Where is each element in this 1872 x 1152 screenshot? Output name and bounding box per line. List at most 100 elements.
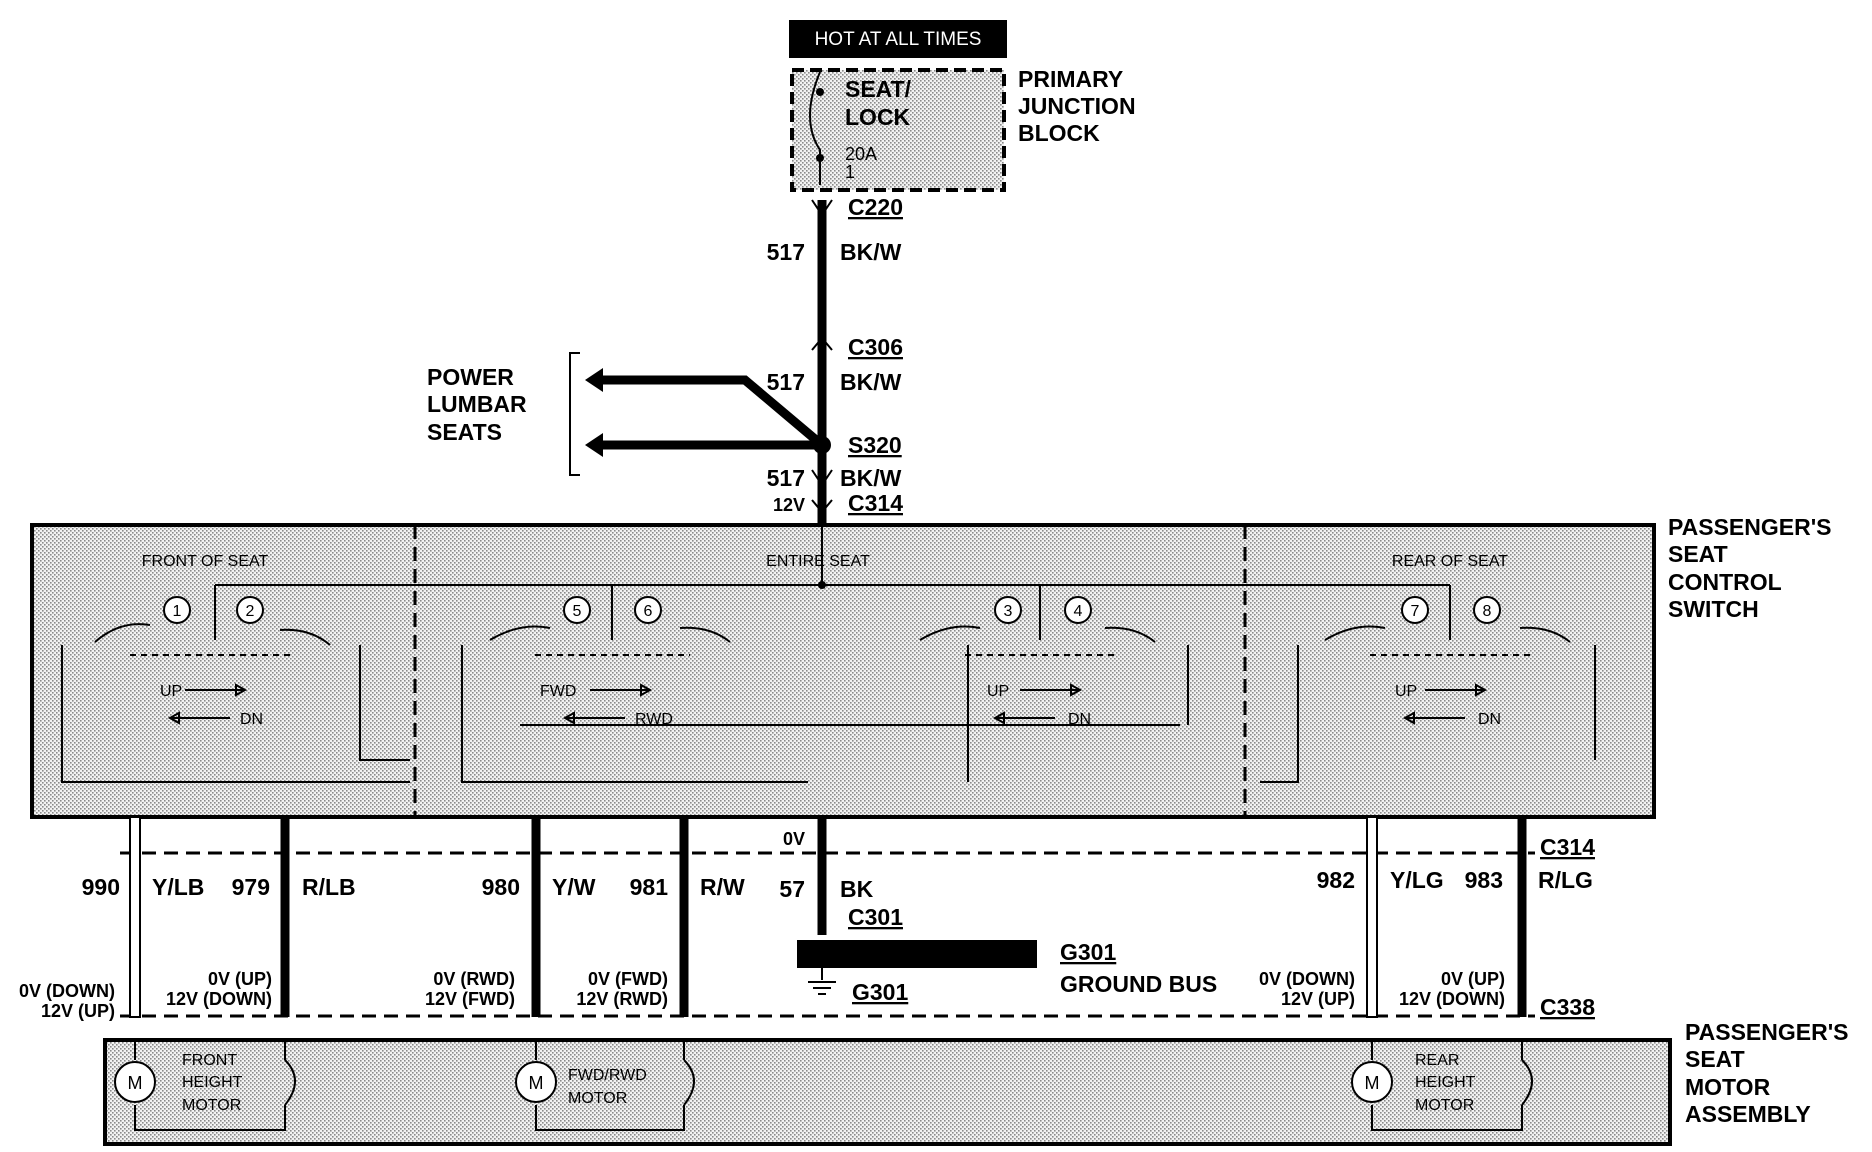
feed-circuit-1: 517 <box>767 239 805 265</box>
block-label-1: PRIMARY <box>1018 66 1123 92</box>
connector-c314: C314 <box>1540 834 1595 860</box>
assembly-title-3: MOTOR <box>1685 1074 1771 1100</box>
connector-c314-top: C314 <box>848 490 903 516</box>
rear-dn-label: DN <box>1478 711 1501 728</box>
front-dn-label: DN <box>240 711 263 728</box>
front-motor-label-3: MOTOR <box>182 1097 241 1114</box>
fuse-number: 1 <box>845 162 855 182</box>
fwd-voltage-b2: 12V (RWD) <box>576 989 668 1009</box>
fuse-symbol <box>809 71 821 185</box>
lumbar-bracket <box>569 352 580 476</box>
connector-c220: C220 <box>848 194 903 220</box>
feed-color-2: BK/W <box>840 369 902 395</box>
output-wires <box>129 816 1527 1018</box>
assembly-title-4: ASSEMBLY <box>1685 1101 1811 1127</box>
fwd-voltage-a2: 12V (FWD) <box>425 989 515 1009</box>
ground-symbol-icon <box>808 981 836 995</box>
connector-c306: C306 <box>848 334 903 360</box>
fuse-rating: 20A <box>845 144 877 164</box>
feed-voltage: 12V <box>773 495 805 515</box>
contact-3: 3 <box>1004 603 1013 620</box>
feed-circuit-2: 517 <box>767 369 805 395</box>
wire-981-color: R/W <box>700 874 745 900</box>
contact-7: 7 <box>1411 603 1420 620</box>
svg-text:HOT AT ALL TIMES: HOT AT ALL TIMES <box>815 29 982 50</box>
rear-voltage-a1: 0V (DOWN) <box>1259 969 1355 989</box>
front-motor-label-1: FRONT <box>182 1052 237 1069</box>
seat-motor-assembly <box>103 1038 1672 1146</box>
rwd-label: RWD <box>635 711 673 728</box>
ground-g301-label: G301 <box>852 979 908 1005</box>
splice-s320-label: S320 <box>848 432 902 458</box>
front-motor-icon: M <box>128 1073 143 1093</box>
lumbar-branches <box>569 352 825 476</box>
rear-voltage-b1: 0V (UP) <box>1441 969 1505 989</box>
front-voltage-a1: 0V (DOWN) <box>19 981 115 1001</box>
fuse-name-2: LOCK <box>845 104 911 130</box>
rear-voltage-b2: 12V (DOWN) <box>1399 989 1505 1009</box>
feed-color-3: BK/W <box>840 465 902 491</box>
contact-2: 2 <box>246 603 255 620</box>
contact-8: 8 <box>1483 603 1492 620</box>
contact-5: 5 <box>573 603 582 620</box>
wire-990-circuit: 990 <box>82 874 120 900</box>
contact-6: 6 <box>644 603 653 620</box>
ground-bus-name: GROUND BUS <box>1060 971 1217 997</box>
fwd-motor-icon: M <box>529 1073 544 1093</box>
lumbar-label-3: SEATS <box>427 419 502 445</box>
wire-981-circuit: 981 <box>630 874 669 900</box>
wire-983-circuit: 983 <box>1465 867 1503 893</box>
wire-980-color: Y/W <box>552 874 596 900</box>
wire-982-color: Y/LG <box>1390 867 1444 893</box>
seat-control-switch <box>30 523 1656 819</box>
rear-motor-label-1: REAR <box>1415 1052 1459 1069</box>
mid-dn-label: DN <box>1068 711 1091 728</box>
connector-c301: C301 <box>848 904 903 930</box>
ground-bus-bar <box>797 940 1037 968</box>
fwd-motor-label-2: MOTOR <box>568 1090 627 1107</box>
fwd-voltage-a1: 0V (RWD) <box>433 969 515 989</box>
feed-circuit-3: 517 <box>767 465 805 491</box>
fwd-voltage-b1: 0V (FWD) <box>588 969 668 989</box>
assembly-title-1: PASSENGER'S <box>1685 1019 1849 1045</box>
section-front-label: FRONT OF SEAT <box>142 553 269 570</box>
fwd-label: FWD <box>540 683 576 700</box>
lumbar-label-1: POWER <box>427 364 514 390</box>
contact-4: 4 <box>1074 603 1083 620</box>
rear-motor-label-2: HEIGHT <box>1415 1074 1476 1091</box>
connector-c338: C338 <box>1540 994 1595 1020</box>
lumbar-label-2: LUMBAR <box>427 391 527 417</box>
rear-voltage-a2: 12V (UP) <box>1281 989 1355 1009</box>
front-voltage-b1: 0V (UP) <box>208 969 272 989</box>
fwd-motor-label-1: FWD/RWD <box>568 1067 647 1084</box>
wire-983-color: R/LG <box>1538 867 1593 893</box>
section-rear-label: REAR OF SEAT <box>1392 553 1508 570</box>
switch-title-1: PASSENGER'S <box>1668 514 1832 540</box>
hot-at-all-times-header: HOT AT ALL TIMES <box>789 20 1007 58</box>
primary-junction-block: SEAT/ LOCK 20A 1 <box>790 68 1006 192</box>
assembly-title-2: SEAT <box>1685 1046 1745 1072</box>
rear-motor-icon: M <box>1365 1073 1380 1093</box>
fuse-name-1: SEAT/ <box>845 76 912 102</box>
block-label-2: JUNCTION <box>1018 93 1136 119</box>
section-entire-label: ENTIRE SEAT <box>766 553 870 570</box>
ground-circuit: 57 <box>779 876 805 902</box>
contact-1: 1 <box>173 603 182 620</box>
front-motor-label-2: HEIGHT <box>182 1074 243 1091</box>
ground-color: BK <box>840 876 874 902</box>
wire-982-circuit: 982 <box>1317 867 1355 893</box>
switch-title-2: SEAT <box>1668 541 1728 567</box>
switch-title-3: CONTROL <box>1668 569 1782 595</box>
feed-color-1: BK/W <box>840 239 902 265</box>
front-voltage-a2: 12V (UP) <box>41 1001 115 1021</box>
switch-title-4: SWITCH <box>1668 596 1759 622</box>
block-label-3: BLOCK <box>1018 120 1100 146</box>
feed-wire-517 <box>811 199 833 525</box>
wire-980-circuit: 980 <box>482 874 520 900</box>
mid-up-label: UP <box>987 683 1009 700</box>
rear-motor-label-3: MOTOR <box>1415 1097 1474 1114</box>
ground-bus-id: G301 <box>1060 939 1116 965</box>
ground-voltage: 0V <box>783 829 805 849</box>
wire-979-circuit: 979 <box>232 874 270 900</box>
